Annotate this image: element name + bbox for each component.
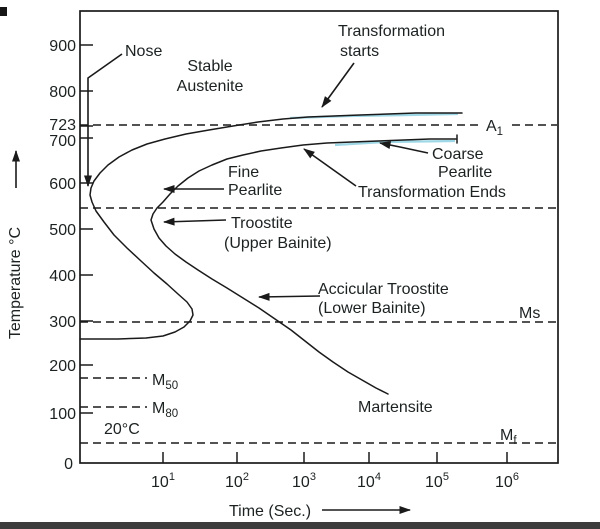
m50-label: M50 bbox=[152, 372, 178, 392]
x-tick-10e2: 102 bbox=[225, 471, 249, 491]
transformation-start-curve bbox=[79, 112, 463, 340]
x-tick-10e3: 103 bbox=[292, 471, 316, 491]
fine-pearlite-label-line1: Fine bbox=[228, 164, 259, 181]
room-temp-label: 20°C bbox=[104, 421, 140, 438]
m80-subscript: 80 bbox=[165, 408, 178, 420]
accicular-troostite-label-line1: Accicular Troostite bbox=[318, 281, 449, 298]
x-tick-exp: 6 bbox=[513, 471, 519, 483]
transformation-starts-label-line1: Transformation bbox=[338, 23, 445, 40]
a1-base: A bbox=[486, 118, 497, 135]
x-tick-base: 10 bbox=[495, 474, 513, 491]
x-tick-10e4: 104 bbox=[357, 471, 381, 491]
troostite-arrow bbox=[163, 217, 227, 226]
a1-subscript: 1 bbox=[497, 126, 503, 138]
y-tick-0: 0 bbox=[64, 456, 73, 473]
coarse-pearlite-label-line2: Pearlite bbox=[438, 164, 492, 181]
y-tick-800: 800 bbox=[49, 84, 76, 101]
nose-arrow bbox=[84, 53, 123, 187]
transformation-end-curve bbox=[150, 138, 457, 395]
y-axis-ticks bbox=[80, 44, 93, 414]
mf-subscript: f bbox=[513, 435, 517, 447]
transformation-ends-label: Transformation Ends bbox=[358, 184, 506, 201]
x-tick-exp: 2 bbox=[243, 471, 249, 483]
m80-label: M80 bbox=[152, 400, 178, 420]
martensite-label: Martensite bbox=[358, 399, 433, 416]
nose-label: Nose bbox=[125, 43, 162, 60]
x-tick-base: 10 bbox=[292, 474, 310, 491]
mf-label: Mf bbox=[500, 427, 517, 447]
plot-border bbox=[79, 10, 559, 464]
x-tick-base: 10 bbox=[151, 474, 169, 491]
accicular-troostite-arrow bbox=[258, 292, 321, 301]
y-tick-723: 723 bbox=[49, 117, 76, 134]
x-tick-base: 10 bbox=[357, 474, 375, 491]
m80-base: M bbox=[152, 400, 165, 417]
stable-austenite-label-line1: Stable bbox=[187, 58, 232, 75]
x-tick-exp: 1 bbox=[169, 471, 175, 483]
scan-artifact-square bbox=[0, 7, 7, 16]
x-tick-10e6: 106 bbox=[495, 471, 519, 491]
x-tick-exp: 5 bbox=[443, 471, 449, 483]
x-tick-base: 10 bbox=[425, 474, 443, 491]
y-axis-title: Temperature °C bbox=[7, 227, 24, 339]
transformation-starts-label-line2: starts bbox=[340, 43, 379, 60]
x-tick-10e5: 105 bbox=[425, 471, 449, 491]
y-tick-700: 700 bbox=[49, 133, 76, 150]
coarse-pearlite-arrow bbox=[379, 141, 429, 154]
annotation-arrows bbox=[12, 53, 429, 514]
y-tick-300: 300 bbox=[49, 314, 76, 331]
x-axis-ticks bbox=[162, 452, 508, 463]
y-tick-100: 100 bbox=[49, 406, 76, 423]
m50-subscript: 50 bbox=[165, 380, 178, 392]
transformation-curves bbox=[79, 112, 463, 395]
scan-artifact-bottom-bar bbox=[0, 522, 600, 529]
annotations: Nose Stable Austenite Transformation sta… bbox=[104, 23, 540, 447]
a1-label: A1 bbox=[486, 118, 503, 138]
reference-lines bbox=[80, 124, 557, 444]
cyan-fringes bbox=[289, 112, 459, 147]
fine-pearlite-label-line2: Pearlite bbox=[228, 182, 282, 199]
x-axis-title: Time (Sec.) bbox=[229, 503, 311, 520]
y-tick-400: 400 bbox=[49, 268, 76, 285]
x-tick-10e1: 101 bbox=[151, 471, 175, 491]
troostite-label-line1: Troostite bbox=[231, 215, 293, 232]
m50-base: M bbox=[152, 372, 165, 389]
x-tick-labels: 101 102 103 104 105 106 bbox=[151, 471, 519, 491]
y-tick-labels: 900 800 723 700 600 500 400 300 200 100 … bbox=[49, 38, 76, 473]
x-tick-exp: 4 bbox=[375, 471, 381, 483]
y-tick-200: 200 bbox=[49, 358, 76, 375]
transformation-ends-arrow bbox=[303, 148, 357, 187]
accicular-troostite-label-line2: (Lower Bainite) bbox=[318, 300, 426, 317]
x-tick-exp: 3 bbox=[310, 471, 316, 483]
mf-base: M bbox=[500, 427, 513, 444]
y-tick-500: 500 bbox=[49, 222, 76, 239]
y-tick-600: 600 bbox=[49, 176, 76, 193]
troostite-label-line2: (Upper Bainite) bbox=[224, 235, 332, 252]
transformation-starts-arrow bbox=[321, 62, 355, 108]
y-tick-900: 900 bbox=[49, 38, 76, 55]
x-tick-base: 10 bbox=[225, 474, 243, 491]
coarse-pearlite-label-line1: Coarse bbox=[432, 146, 484, 163]
stable-austenite-label-line2: Austenite bbox=[177, 78, 244, 95]
ms-label: Ms bbox=[519, 305, 540, 322]
